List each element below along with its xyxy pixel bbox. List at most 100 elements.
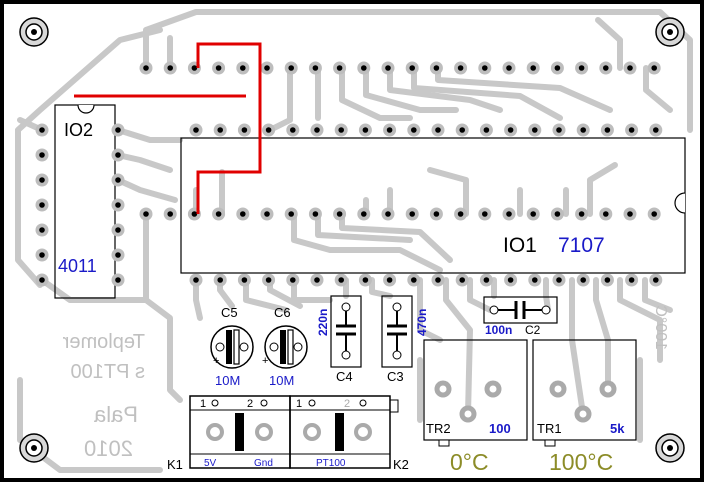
copper-trace: [15, 27, 163, 288]
header-pin-mid-5: [236, 207, 250, 221]
header-pin-mid-22: [647, 207, 661, 221]
header-pin-top-1: [139, 61, 153, 75]
header-pin-mid-14: [454, 207, 468, 221]
io1-pin-top-6: [310, 123, 324, 137]
io1-pin-bottom-6: [310, 273, 324, 287]
header-pin-mid-11: [381, 207, 395, 221]
copper-trace: [115, 177, 178, 203]
io2-pin-left-2: [35, 148, 49, 162]
io1-pin-bottom-17: [576, 273, 590, 287]
io1-pin-top-11: [431, 123, 445, 137]
io1-pin-top-20: [649, 123, 663, 137]
trimmer-tr1: [532, 339, 637, 447]
copper-trace: [363, 65, 459, 113]
copper-trace: [617, 277, 663, 363]
io1-pin-bottom-19: [625, 273, 639, 287]
io2-pin-right-4: [111, 198, 125, 212]
io2-pin-right-3: [111, 173, 125, 187]
c5-value-label: 10M: [215, 373, 240, 388]
io1-pin-bottom-18: [600, 273, 614, 287]
copper-text-line1: Teplomer: [62, 331, 145, 353]
capacitor-c5: +: [210, 325, 254, 369]
trimmer-tr2: [423, 339, 528, 447]
copper-trace: [143, 211, 183, 403]
io2-pin-left-5: [35, 223, 49, 237]
header-pin-mid-21: [623, 207, 637, 221]
tr2-caption: 0°C: [450, 449, 489, 475]
io1-pin-bottom-9: [383, 273, 397, 287]
header-pin-top-6: [260, 61, 274, 75]
io1-pin-top-16: [552, 123, 566, 137]
copper-trace: [642, 277, 673, 313]
header-pin-top-12: [405, 61, 419, 75]
header-pin-mid-4: [212, 207, 226, 221]
copper-trace: [39, 277, 149, 303]
svg-text:+: +: [262, 355, 268, 367]
header-pin-top-15: [478, 61, 492, 75]
copper-trace: [291, 277, 333, 303]
mounting-hole-4: [655, 433, 685, 463]
io2-pin-left-6: [35, 248, 49, 262]
io1-pin-bottom-2: [213, 273, 227, 287]
header-pin-top-13: [429, 61, 443, 75]
copper-trace: [417, 277, 443, 343]
copper-trace: [411, 65, 563, 121]
copper-trace: [443, 277, 473, 417]
copper-trace: [339, 65, 413, 121]
copper-trace: [339, 211, 453, 263]
io2-pin-right-6: [111, 248, 125, 262]
io1-pin-bottom-3: [237, 273, 251, 287]
io2-pin-left-1: [35, 123, 49, 137]
io2-pin-left-4: [35, 198, 49, 212]
k2-pin1-label: 1: [296, 398, 302, 410]
io1-pin-bottom-10: [407, 273, 421, 287]
k1-pin1-label: 1: [200, 398, 206, 410]
capacitor-c6: +: [262, 325, 308, 369]
header-pin-top-19: [575, 61, 589, 75]
io1-pin-bottom-14: [504, 273, 518, 287]
svg-text:+: +: [213, 355, 219, 367]
io1-pin-top-8: [358, 123, 372, 137]
copper-traces: [15, 9, 693, 473]
k1-pin2-label: 2: [247, 398, 253, 410]
header-pin-top-7: [284, 61, 298, 75]
capacitor-c2: [483, 296, 558, 324]
header-pin-top-14: [454, 61, 468, 75]
copper-trace: [291, 211, 443, 273]
copper-mirrored-text: Teplomer s PT100 Pala 2010 100°C: [62, 305, 669, 461]
copper-trace: [387, 65, 503, 113]
c2-value-label: 100n: [485, 323, 512, 337]
copper-trace: [467, 277, 493, 313]
io1-part-label: 7107: [558, 234, 605, 257]
io1-pin-bottom-11: [431, 273, 445, 287]
header-pin-top-17: [526, 61, 540, 75]
k1-label-right: Gnd: [254, 458, 273, 469]
copper-trace: [193, 277, 203, 321]
copper-trace: [643, 65, 673, 113]
io1-name-label: IO1: [503, 234, 537, 257]
io1-pin-top-7: [334, 123, 348, 137]
c4-value-label: 220n: [316, 309, 330, 336]
header-pin-top-4: [212, 61, 226, 75]
copper-trace: [115, 152, 173, 173]
io1-pin-bottom-16: [552, 273, 566, 287]
copper-trace: [369, 277, 393, 299]
header-pin-top-21: [623, 61, 637, 75]
io1-pin-bottom-20: [649, 273, 663, 287]
header-pin-mid-13: [429, 207, 443, 221]
io1-notch: [674, 192, 686, 214]
mounting-hole-3: [19, 433, 49, 463]
copper-trace: [593, 277, 611, 392]
header-pin-mid-8: [308, 207, 322, 221]
io2-notch: [77, 104, 95, 114]
k2-label: PT100: [316, 458, 346, 469]
k1-ref-label: K1: [167, 457, 183, 472]
board-substrate: [4, 4, 700, 478]
io1-pin-bottom-8: [358, 273, 372, 287]
io1-pin-top-15: [528, 123, 542, 137]
io1-pin-bottom-1: [189, 273, 203, 287]
tr1-ref-label: TR1: [537, 421, 562, 436]
header-pin-mid-18: [550, 207, 564, 221]
header-pin-mid-6: [260, 207, 274, 221]
copper-trace: [543, 277, 551, 313]
